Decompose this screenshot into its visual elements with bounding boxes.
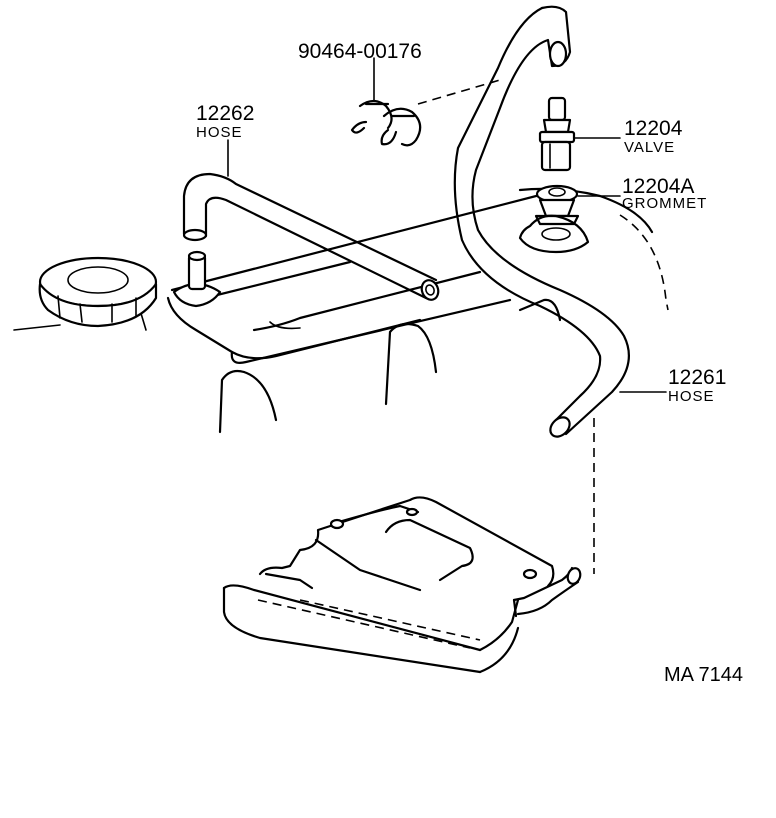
grommet-drawing <box>518 184 590 254</box>
valve-part-number: 12204 <box>624 117 683 140</box>
figure-code: MA 7144 <box>664 664 743 686</box>
hose-12262-part-number: 12262 <box>196 102 254 125</box>
hose-12262-drawing <box>182 172 440 301</box>
left-pcv-fitting <box>172 250 222 308</box>
hose-12261-part-number: 12261 <box>668 366 726 389</box>
hose-12261-description: HOSE <box>668 388 715 405</box>
intake-assembly <box>222 496 582 674</box>
grommet-description: GROMMET <box>622 195 707 212</box>
pcv-valve-drawing <box>538 96 576 172</box>
engine-head-cover <box>13 187 669 434</box>
hose-12261-drawing <box>453 5 630 438</box>
grommet-part-number: 12204A <box>622 175 694 198</box>
valve-description: VALVE <box>624 139 675 156</box>
hose-clip-drawing <box>350 79 501 147</box>
clip-part-number: 90464-00176 <box>298 40 422 63</box>
leader-lines <box>227 57 667 393</box>
oil-filler-cap <box>38 256 158 328</box>
hose-12262-description: HOSE <box>196 124 243 141</box>
